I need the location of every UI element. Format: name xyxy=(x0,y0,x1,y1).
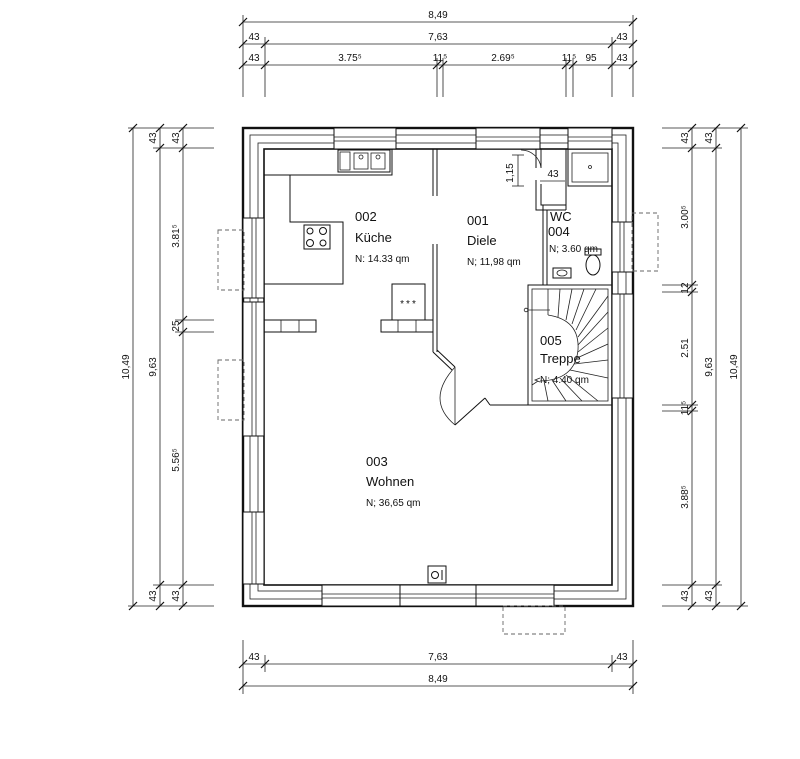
dim-left-seg3: 5.56⁵ xyxy=(171,448,182,472)
dim-right-wall-top-b: 43 xyxy=(704,132,715,144)
dim-top-total: 8,49 xyxy=(428,10,448,21)
dim-right-seg4: 11⁵ xyxy=(680,401,691,416)
room-name: Treppe xyxy=(540,351,581,366)
dim-right-wall-bot-a: 43 xyxy=(680,590,691,602)
room-area: N; 11,98 qm xyxy=(467,257,521,268)
dim-top-seg-r: 43 xyxy=(616,53,628,64)
room-label-wc: WC 004 N; 3.60 qm xyxy=(548,209,598,255)
dim-bottom-inner: 7,63 xyxy=(428,652,448,663)
dim-top-seg1: 3.75⁵ xyxy=(338,53,362,64)
shower-fixture xyxy=(567,148,613,187)
dim-right-seg1: 3.00⁵ xyxy=(680,205,691,229)
left-dimension-chains: 10,49 9,63 43 43 3.81⁵ 25 5.56⁵ 43 43 xyxy=(121,123,214,611)
room-number: 001 xyxy=(467,213,489,228)
room-number: 002 xyxy=(355,209,377,224)
dim-wc-vert: 1,15 xyxy=(505,163,516,183)
dim-left-wall-top-a: 43 xyxy=(148,132,159,144)
dim-top-right-wall: 43 xyxy=(616,32,628,43)
exterior-walls xyxy=(241,126,635,608)
dim-top-seg-l: 43 xyxy=(248,53,260,64)
dim-bottom-left-wall: 43 xyxy=(248,652,260,663)
dim-right-total: 10,49 xyxy=(729,354,740,379)
dim-left-wall-bot-b: 43 xyxy=(171,590,182,602)
outside-dashed-elements xyxy=(217,212,659,635)
dim-left-seg2: 25 xyxy=(171,320,182,332)
windows xyxy=(242,127,634,607)
dim-bottom-total: 8,49 xyxy=(428,674,448,685)
room-area: N: 14.33 qm xyxy=(355,254,409,265)
room-number: 004 xyxy=(548,224,570,239)
staircase xyxy=(523,284,613,406)
dim-left-wall-top-b: 43 xyxy=(171,132,182,144)
dim-right-wall-bot-b: 43 xyxy=(704,590,715,602)
wc-door xyxy=(520,149,542,169)
dim-right-seg2: 12 xyxy=(680,282,691,294)
dim-right-seg5: 3.88⁵ xyxy=(680,485,691,509)
cooktop-marks: *** xyxy=(400,299,418,310)
room-name: WC xyxy=(550,209,572,224)
dim-right-seg3: 2.51 xyxy=(680,338,691,358)
wc-small-dims: 1,15 43 xyxy=(505,154,565,187)
bottom-dimension-chains: 43 7,63 43 8,49 xyxy=(238,640,638,694)
room-label-treppe: 005 Treppe N; 4.40 qm xyxy=(540,333,589,386)
dim-top-seg3: 2.69⁵ xyxy=(491,53,515,64)
dim-top-inner: 7,63 xyxy=(428,32,448,43)
dim-left-inner: 9,63 xyxy=(148,357,159,377)
room-label-wohnen: 003 Wohnen N; 36,65 qm xyxy=(366,454,420,509)
dim-top-seg4: 11⁵ xyxy=(562,53,577,64)
dim-top-seg2: 11⁵ xyxy=(433,53,448,64)
dim-wc-horiz: 43 xyxy=(547,169,559,180)
socket-fixture xyxy=(427,565,447,584)
right-dimension-chains: 43 43 3.00⁵ 12 2.51 11⁵ 3.88⁵ 9,63 10,49… xyxy=(662,123,748,611)
room-area: N; 4.40 qm xyxy=(540,375,589,386)
room-number: 005 xyxy=(540,333,562,348)
dim-bottom-right-wall: 43 xyxy=(616,652,628,663)
dim-left-seg1: 3.81⁵ xyxy=(171,224,182,248)
room-area: N; 3.60 qm xyxy=(549,244,598,255)
dim-right-inner: 9,63 xyxy=(704,357,715,377)
room-label-diele: 001 Diele N; 11,98 qm xyxy=(467,213,521,268)
dim-left-wall-bot-a: 43 xyxy=(148,590,159,602)
room-label-kueche: 002 Küche N: 14.33 qm xyxy=(355,209,409,265)
kitchen-fixtures: *** xyxy=(263,148,434,333)
dim-right-wall-top-a: 43 xyxy=(680,132,691,144)
room-name: Wohnen xyxy=(366,474,414,489)
room-name: Küche xyxy=(355,230,392,245)
dim-left-total: 10,49 xyxy=(121,354,132,379)
dim-top-seg5: 95 xyxy=(585,53,597,64)
room-name: Diele xyxy=(467,233,497,248)
room-number: 003 xyxy=(366,454,388,469)
dim-top-left-wall: 43 xyxy=(248,32,260,43)
wc-fixtures xyxy=(552,248,602,279)
top-dimension-chains: 8,49 7,63 43 43 43 3.75⁵ 11⁵ 2.69⁵ 11⁵ 9… xyxy=(238,10,638,97)
room-area: N; 36,65 qm xyxy=(366,498,420,509)
